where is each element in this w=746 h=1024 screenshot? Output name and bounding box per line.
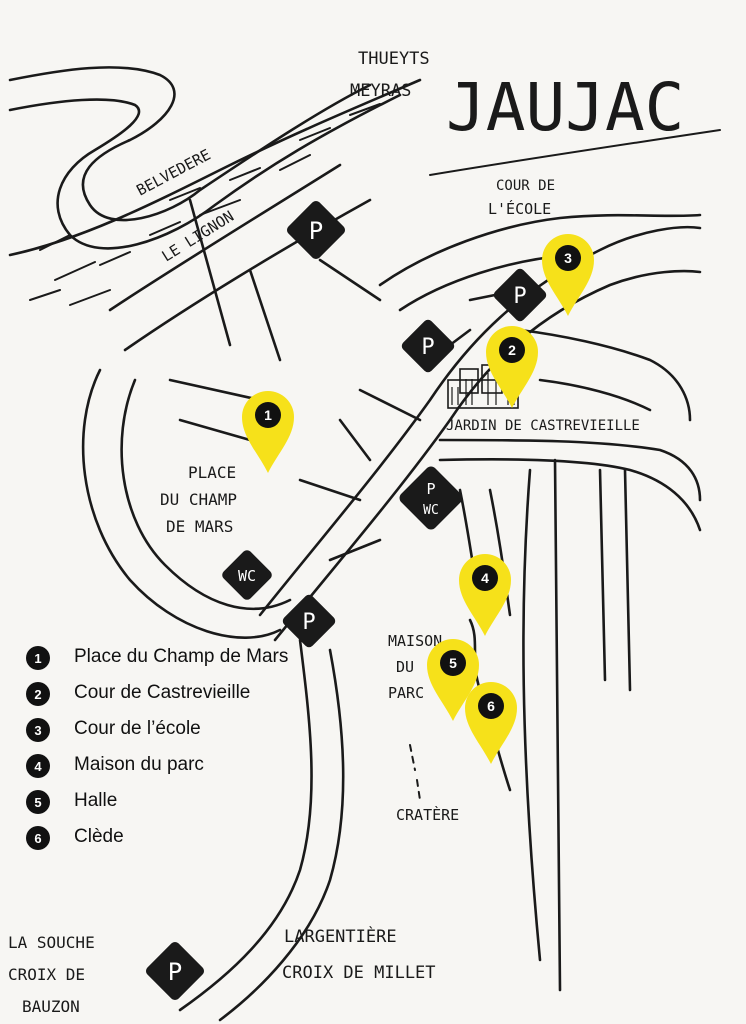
marker-number: 2 [508,342,516,358]
legend-number-badge: 1 [26,646,50,670]
cratere-label: CRATÈRE [396,805,459,824]
direction-croix-bauzon-1: CROIX DE [8,965,85,984]
parking-icon: P [401,319,455,373]
location-marker-4[interactable]: 4 [459,554,511,636]
direction-la-souche: LA SOUCHE [8,933,95,952]
svg-text:WC: WC [423,503,439,518]
legend-item: 5 Halle [26,788,326,814]
marker-number: 4 [481,570,489,586]
location-marker-2[interactable]: 2 [486,326,538,408]
parking-icon: P [145,941,205,1001]
place-champ-label-3: DE MARS [166,517,233,536]
map-pin-icon [459,554,511,636]
direction-meyras: MEYRAS [350,81,411,101]
map-pin-icon [242,391,294,473]
marker-number: 1 [264,407,272,423]
legend-item: 1 Place du Champ de Mars [26,644,326,670]
location-marker-5[interactable]: 5 [427,639,479,721]
svg-text:P: P [513,284,526,309]
town-title: JAUJAC [446,69,684,146]
map-pin-icon [427,639,479,721]
marker-number-badge [440,650,466,676]
legend-number-badge: 3 [26,718,50,742]
marker-number: 6 [487,698,495,714]
svg-text:WC: WC [238,567,256,585]
maison-parc-label-1: MAISON [388,632,442,650]
svg-text:P: P [168,958,182,986]
map-pin-icon [486,326,538,408]
parking-wc-icon: P WC [399,466,463,530]
svg-text:P: P [302,610,315,635]
marker-number-badge [478,693,504,719]
marker-number: 5 [449,655,457,671]
marker-layer: 1 2 3 4 5 6 [242,234,594,764]
marker-number-badge [472,565,498,591]
legend-number-badge: 6 [26,826,50,850]
direction-largentiere: LARGENTIÈRE [284,925,397,947]
legend-item: 6 Clède [26,824,326,850]
cour-ecole-label-1: COUR DE [496,178,555,194]
legend-item: 4 Maison du parc [26,752,326,778]
parking-icon: P [286,200,346,260]
legend-label: Cour de Castrevieille [74,682,251,703]
legend-label: Clède [74,826,124,847]
direction-croix-millet: CROIX DE MILLET [282,963,436,983]
map-pin-icon [542,234,594,316]
river [8,66,422,306]
legend-label: Place du Champ de Mars [74,646,289,667]
marker-number: 3 [564,250,572,266]
location-marker-6[interactable]: 6 [465,682,517,764]
legend-label: Halle [74,790,118,811]
parking-icon: P [493,268,547,322]
marker-number-badge [499,337,525,363]
parking-icon: P [282,594,336,648]
legend-number-badge: 2 [26,682,50,706]
legend-item: 3 Cour de l’école [26,716,326,742]
legend-label: Cour de l’école [74,718,201,739]
place-champ-label-1: PLACE [188,463,236,482]
maison-parc-label-2: DU [396,658,414,676]
cour-ecole-label-2: L'ÉCOLE [488,199,551,218]
title-underline [429,129,721,176]
legend-item: 2 Cour de Castrevieille [26,680,326,706]
map-pin-icon [465,682,517,764]
svg-text:P: P [309,217,323,245]
location-marker-3[interactable]: 3 [542,234,594,316]
marker-number-badge [255,402,281,428]
direction-croix-bauzon-2: BAUZON [22,997,80,1016]
legend: 1 Place du Champ de Mars 2 Cour de Castr… [26,644,326,860]
legend-number-badge: 5 [26,790,50,814]
roads [81,163,702,1022]
legend-number-badge: 4 [26,754,50,778]
svg-text:P: P [421,335,434,360]
maison-parc-label-3: PARC [388,684,424,702]
direction-thueyts: THUEYTS [358,49,430,69]
place-champ-label-2: DU CHAMP [160,490,237,509]
location-marker-1[interactable]: 1 [242,391,294,473]
belvedere-label: BELVEDERE [133,145,213,199]
marker-number-badge [555,245,581,271]
svg-text:P: P [426,480,435,498]
legend-label: Maison du parc [74,754,204,775]
jardin-label: JARDIN DE CASTREVIEILLE [446,418,640,434]
wc-icon: WC [222,550,272,600]
cratere-path [409,744,421,801]
